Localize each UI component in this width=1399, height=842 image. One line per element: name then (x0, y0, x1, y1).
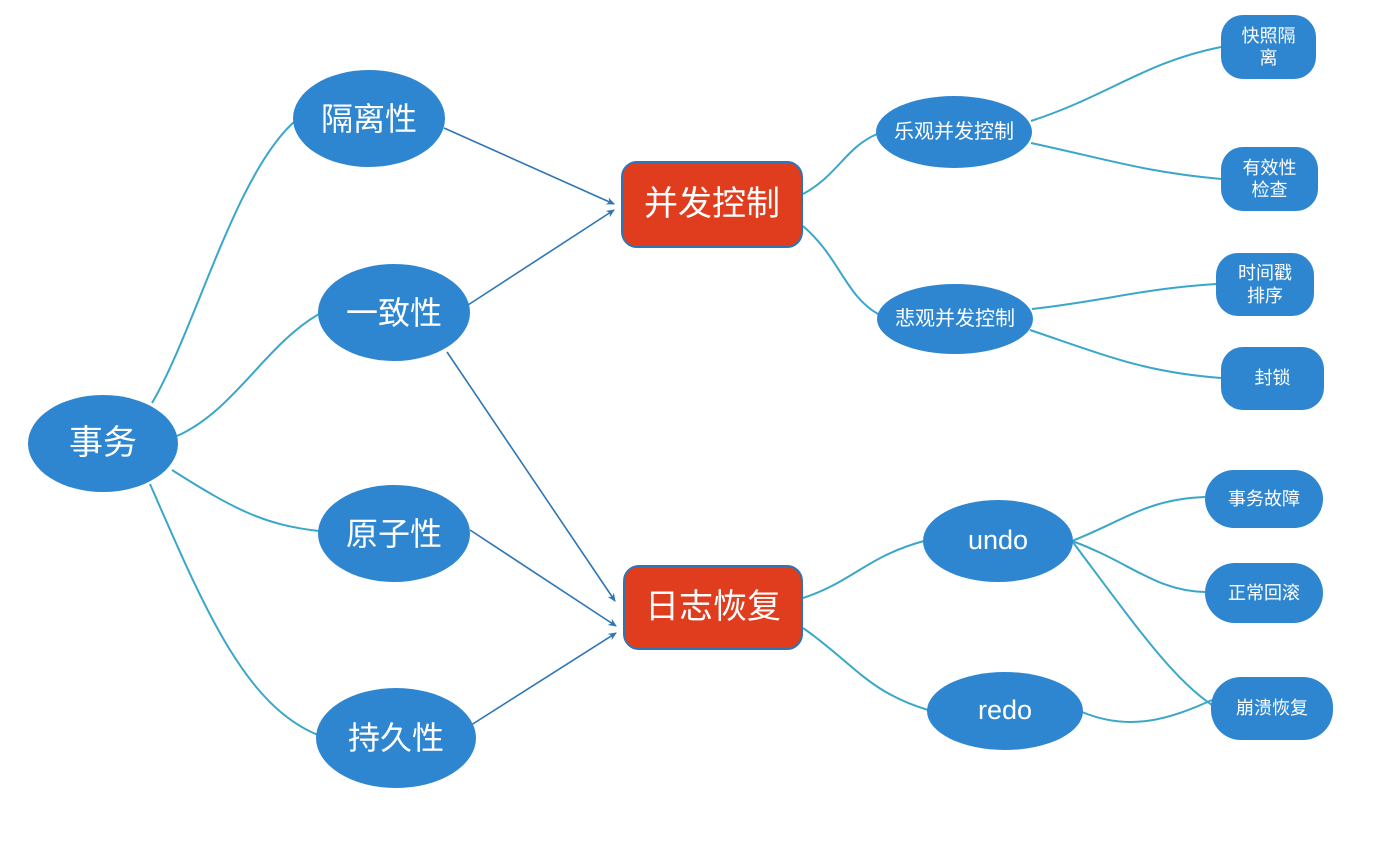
node-root-transaction[interactable]: 事务 (28, 395, 178, 492)
node-crash-recovery[interactable]: 崩溃恢复 (1211, 677, 1333, 740)
node-isolation[interactable]: 隔离性 (293, 70, 445, 167)
edge-consistency-concurrency-arrow (467, 209, 615, 306)
node-log-recovery[interactable]: 日志恢复 (623, 565, 803, 650)
edge-atomicity-logrecovery-arrow (469, 529, 617, 627)
node-snapshot-isolation[interactable]: 快照隔离 (1221, 15, 1316, 79)
edge-undo-rollback (1071, 540, 1206, 593)
node-pessimistic-concurrency-control[interactable]: 悲观并发控制 (877, 284, 1033, 354)
edge-redo-crash (1081, 699, 1213, 723)
node-timestamp-ordering[interactable]: 时间戳排序 (1216, 253, 1314, 316)
node-redo[interactable]: redo (927, 672, 1083, 750)
edge-durability-logrecovery-arrow (467, 632, 617, 728)
node-consistency[interactable]: 一致性 (318, 264, 470, 361)
edge-concurrency-pessimistic (802, 225, 879, 315)
node-optimistic-concurrency-control[interactable]: 乐观并发控制 (876, 96, 1032, 168)
edge-undo-txfailure (1071, 496, 1206, 542)
edge-isolation-concurrency-arrow (443, 127, 615, 205)
edge-undo-crash (1071, 540, 1213, 706)
edge-root-isolation (151, 121, 295, 404)
edge-optimistic-snapshot (1030, 46, 1222, 122)
node-durability[interactable]: 持久性 (316, 688, 476, 788)
edge-pessimistic-timestamp (1031, 283, 1217, 310)
edge-logrecovery-redo (802, 627, 929, 711)
node-validity-check[interactable]: 有效性检查 (1221, 147, 1318, 211)
edge-consistency-logrecovery-arrow (446, 351, 616, 602)
edge-pessimistic-locking (1029, 329, 1222, 379)
edge-concurrency-optimistic (802, 133, 878, 195)
edge-root-atomicity (171, 469, 320, 532)
edge-optimistic-validity (1030, 142, 1222, 180)
edge-root-durability (149, 483, 319, 736)
node-concurrency-control[interactable]: 并发控制 (621, 161, 803, 248)
node-transaction-failure[interactable]: 事务故障 (1205, 470, 1323, 528)
node-locking[interactable]: 封锁 (1221, 347, 1324, 410)
node-undo[interactable]: undo (923, 500, 1073, 582)
node-normal-rollback[interactable]: 正常回滚 (1205, 563, 1323, 623)
node-atomicity[interactable]: 原子性 (318, 485, 470, 582)
edge-root-consistency (176, 313, 320, 437)
edge-logrecovery-undo (802, 540, 925, 599)
